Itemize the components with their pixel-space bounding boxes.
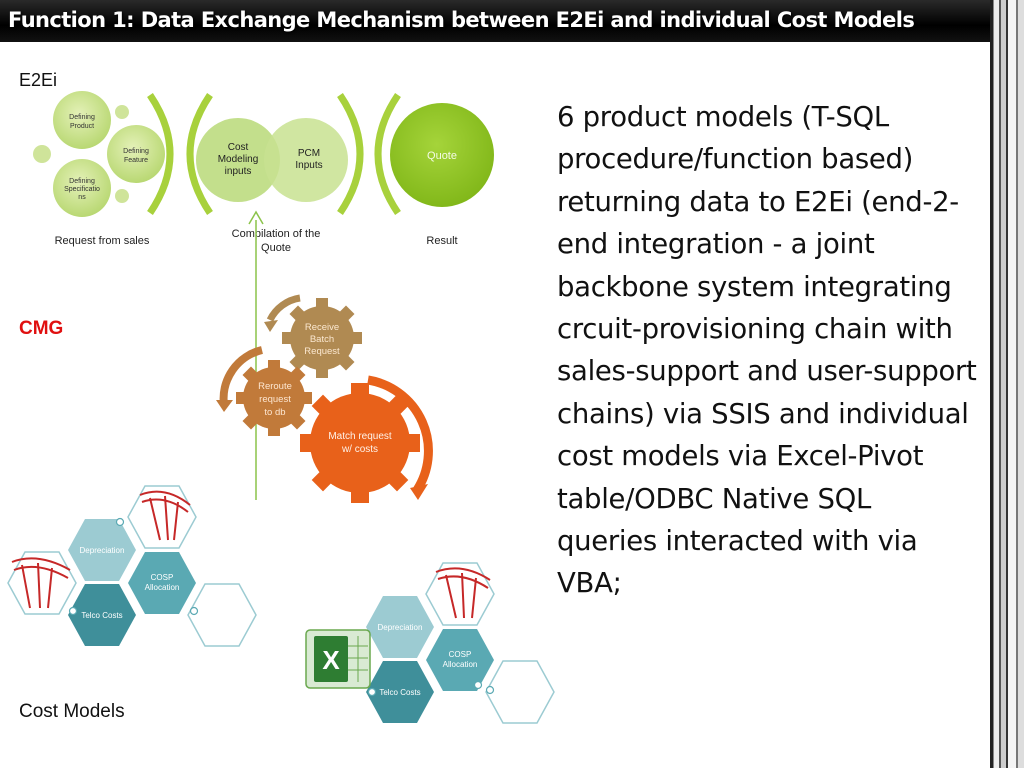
circle-defining-feature <box>107 125 165 183</box>
slide-title: Function 1: Data Exchange Mechanism betw… <box>8 8 915 32</box>
text-quote: Quote <box>427 150 457 162</box>
sql-server-icon <box>11 557 71 609</box>
quote-circle <box>390 103 494 207</box>
dot <box>68 606 78 616</box>
venn-cost-modeling <box>196 118 280 202</box>
dot <box>115 517 125 527</box>
circle-defining-specifications <box>53 159 111 217</box>
hex-depreciation-2 <box>366 596 434 658</box>
dot <box>367 687 377 697</box>
upward-arrow <box>248 210 264 500</box>
sql-server-icon <box>139 490 191 541</box>
text-telco-2: Telco Costs <box>379 688 420 697</box>
arrow-arc-brown <box>219 346 264 406</box>
text-depreciation-2: Depreciation <box>378 623 423 632</box>
dot <box>473 680 483 690</box>
label-e2ei: E2Ei <box>19 70 58 90</box>
title-bar: Function 1: Data Exchange Mechanism betw… <box>0 0 990 42</box>
dot <box>33 145 51 163</box>
text-telco: Telco Costs <box>81 611 122 620</box>
hex-cosp-2 <box>426 629 494 691</box>
venn-pcm <box>264 118 348 202</box>
dot <box>115 189 129 203</box>
hex-cosp <box>128 552 196 614</box>
caption-result: Result <box>426 235 457 247</box>
hex-telco <box>68 584 136 646</box>
svg-text:X: X <box>322 645 340 675</box>
hex-empty-2 <box>485 660 555 724</box>
hex-sql-icon-holder <box>127 485 197 549</box>
circle-defining-product <box>53 91 111 149</box>
arrow-arc-orange <box>367 375 433 493</box>
hex-telco-2 <box>366 661 434 723</box>
label-cost-models: Cost Models <box>19 701 125 722</box>
label-cmg: CMG <box>19 318 64 339</box>
dot <box>485 685 495 695</box>
dot <box>189 606 199 616</box>
hex-depreciation <box>68 519 136 581</box>
bracket-arc <box>337 93 364 215</box>
arrow-arc-tan <box>266 294 301 322</box>
text-depreciation: Depreciation <box>80 546 125 555</box>
arrowhead <box>264 320 278 332</box>
hex-empty <box>187 583 257 647</box>
arrowhead <box>216 400 233 412</box>
excel-icon: X <box>305 629 371 689</box>
caption-request-from-sales: Request from sales <box>55 235 150 247</box>
arrowhead <box>410 484 428 500</box>
bracket-arc <box>186 93 213 215</box>
body-text: 6 product models (T-SQL procedure/functi… <box>557 101 977 600</box>
sql-server-icon <box>435 567 491 619</box>
bracket-arc <box>374 93 401 215</box>
bracket-arc <box>147 93 174 215</box>
dot <box>115 105 129 119</box>
decorative-film-strip <box>990 0 1024 768</box>
hex-sql-icon-holder-2 <box>7 551 77 615</box>
